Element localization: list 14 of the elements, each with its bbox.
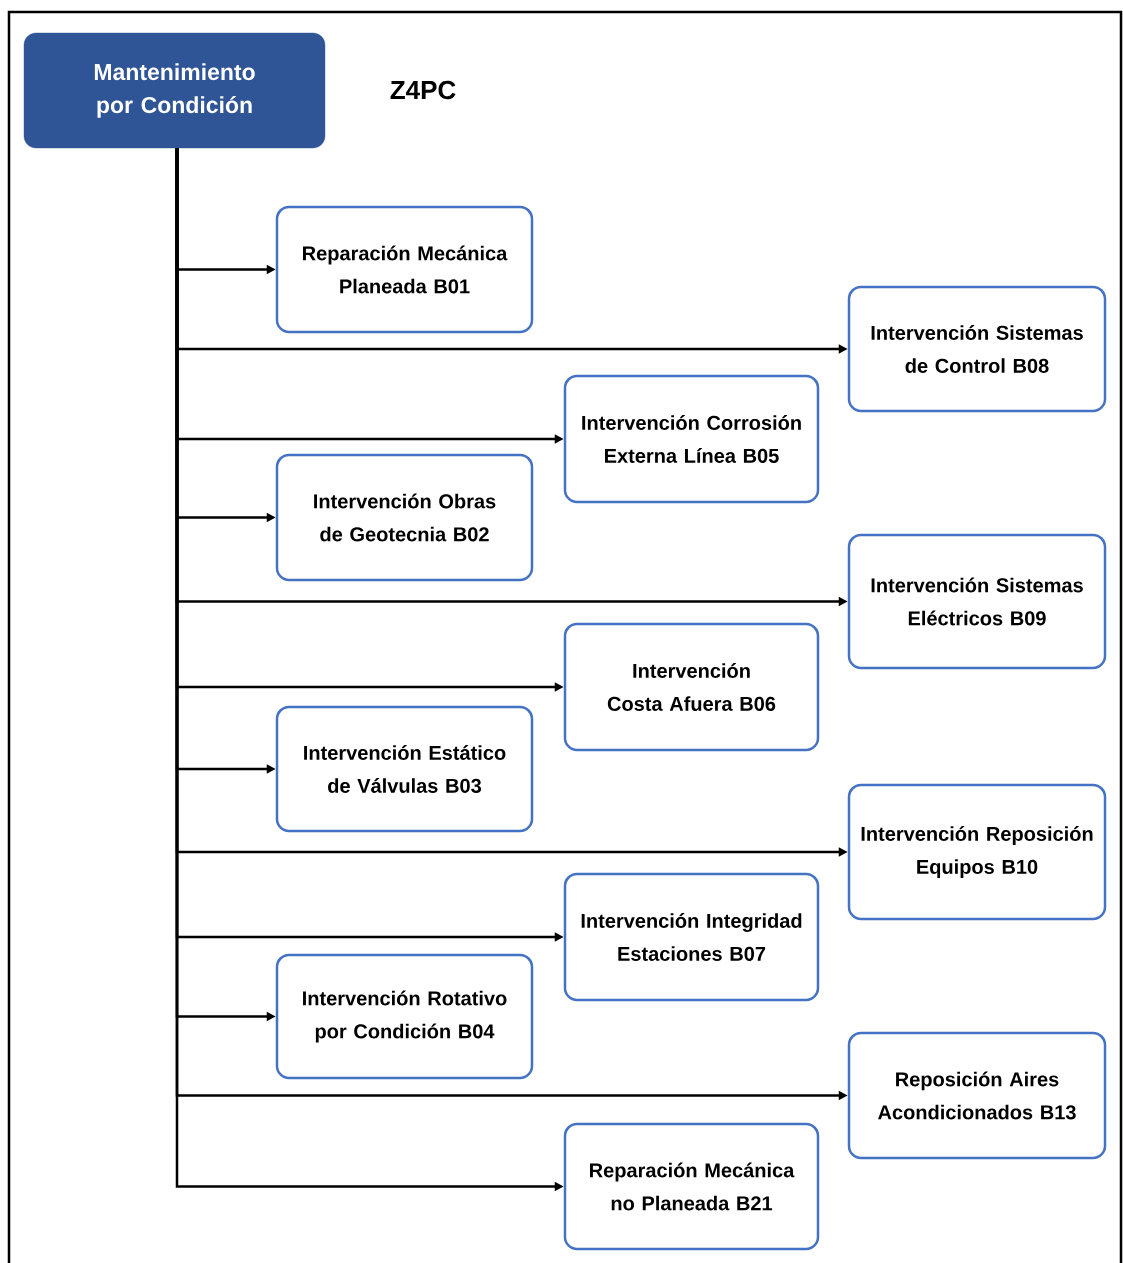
- process-box: Intervención Reposición Equipos B10: [847, 783, 1107, 921]
- process-box: Intervención Estático de Válvulas B03: [275, 705, 534, 833]
- process-box: Intervención Corrosión Externa Línea B05: [563, 374, 820, 504]
- process-box: Intervención Obras de Geotecnia B02: [275, 453, 534, 582]
- root-box: Mantenimiento por Condición: [23, 32, 326, 149]
- process-box: Reposición Aires Acondicionados B13: [847, 1031, 1107, 1160]
- process-box: Reparación Mecánica Planeada B01: [275, 205, 534, 334]
- process-box: Intervención Costa Afuera B06: [563, 622, 820, 752]
- process-box: Intervención Rotativo por Condición B04: [275, 953, 534, 1080]
- process-box: Intervención Integridad Estaciones B07: [563, 872, 820, 1002]
- code-label: Z4PC: [390, 80, 456, 100]
- process-box: Reparación Mecánica no Planeada B21: [563, 1122, 820, 1251]
- process-box: Intervención Sistemas de Control B08: [847, 285, 1107, 413]
- process-box: Intervención Sistemas Eléctricos B09: [847, 533, 1107, 670]
